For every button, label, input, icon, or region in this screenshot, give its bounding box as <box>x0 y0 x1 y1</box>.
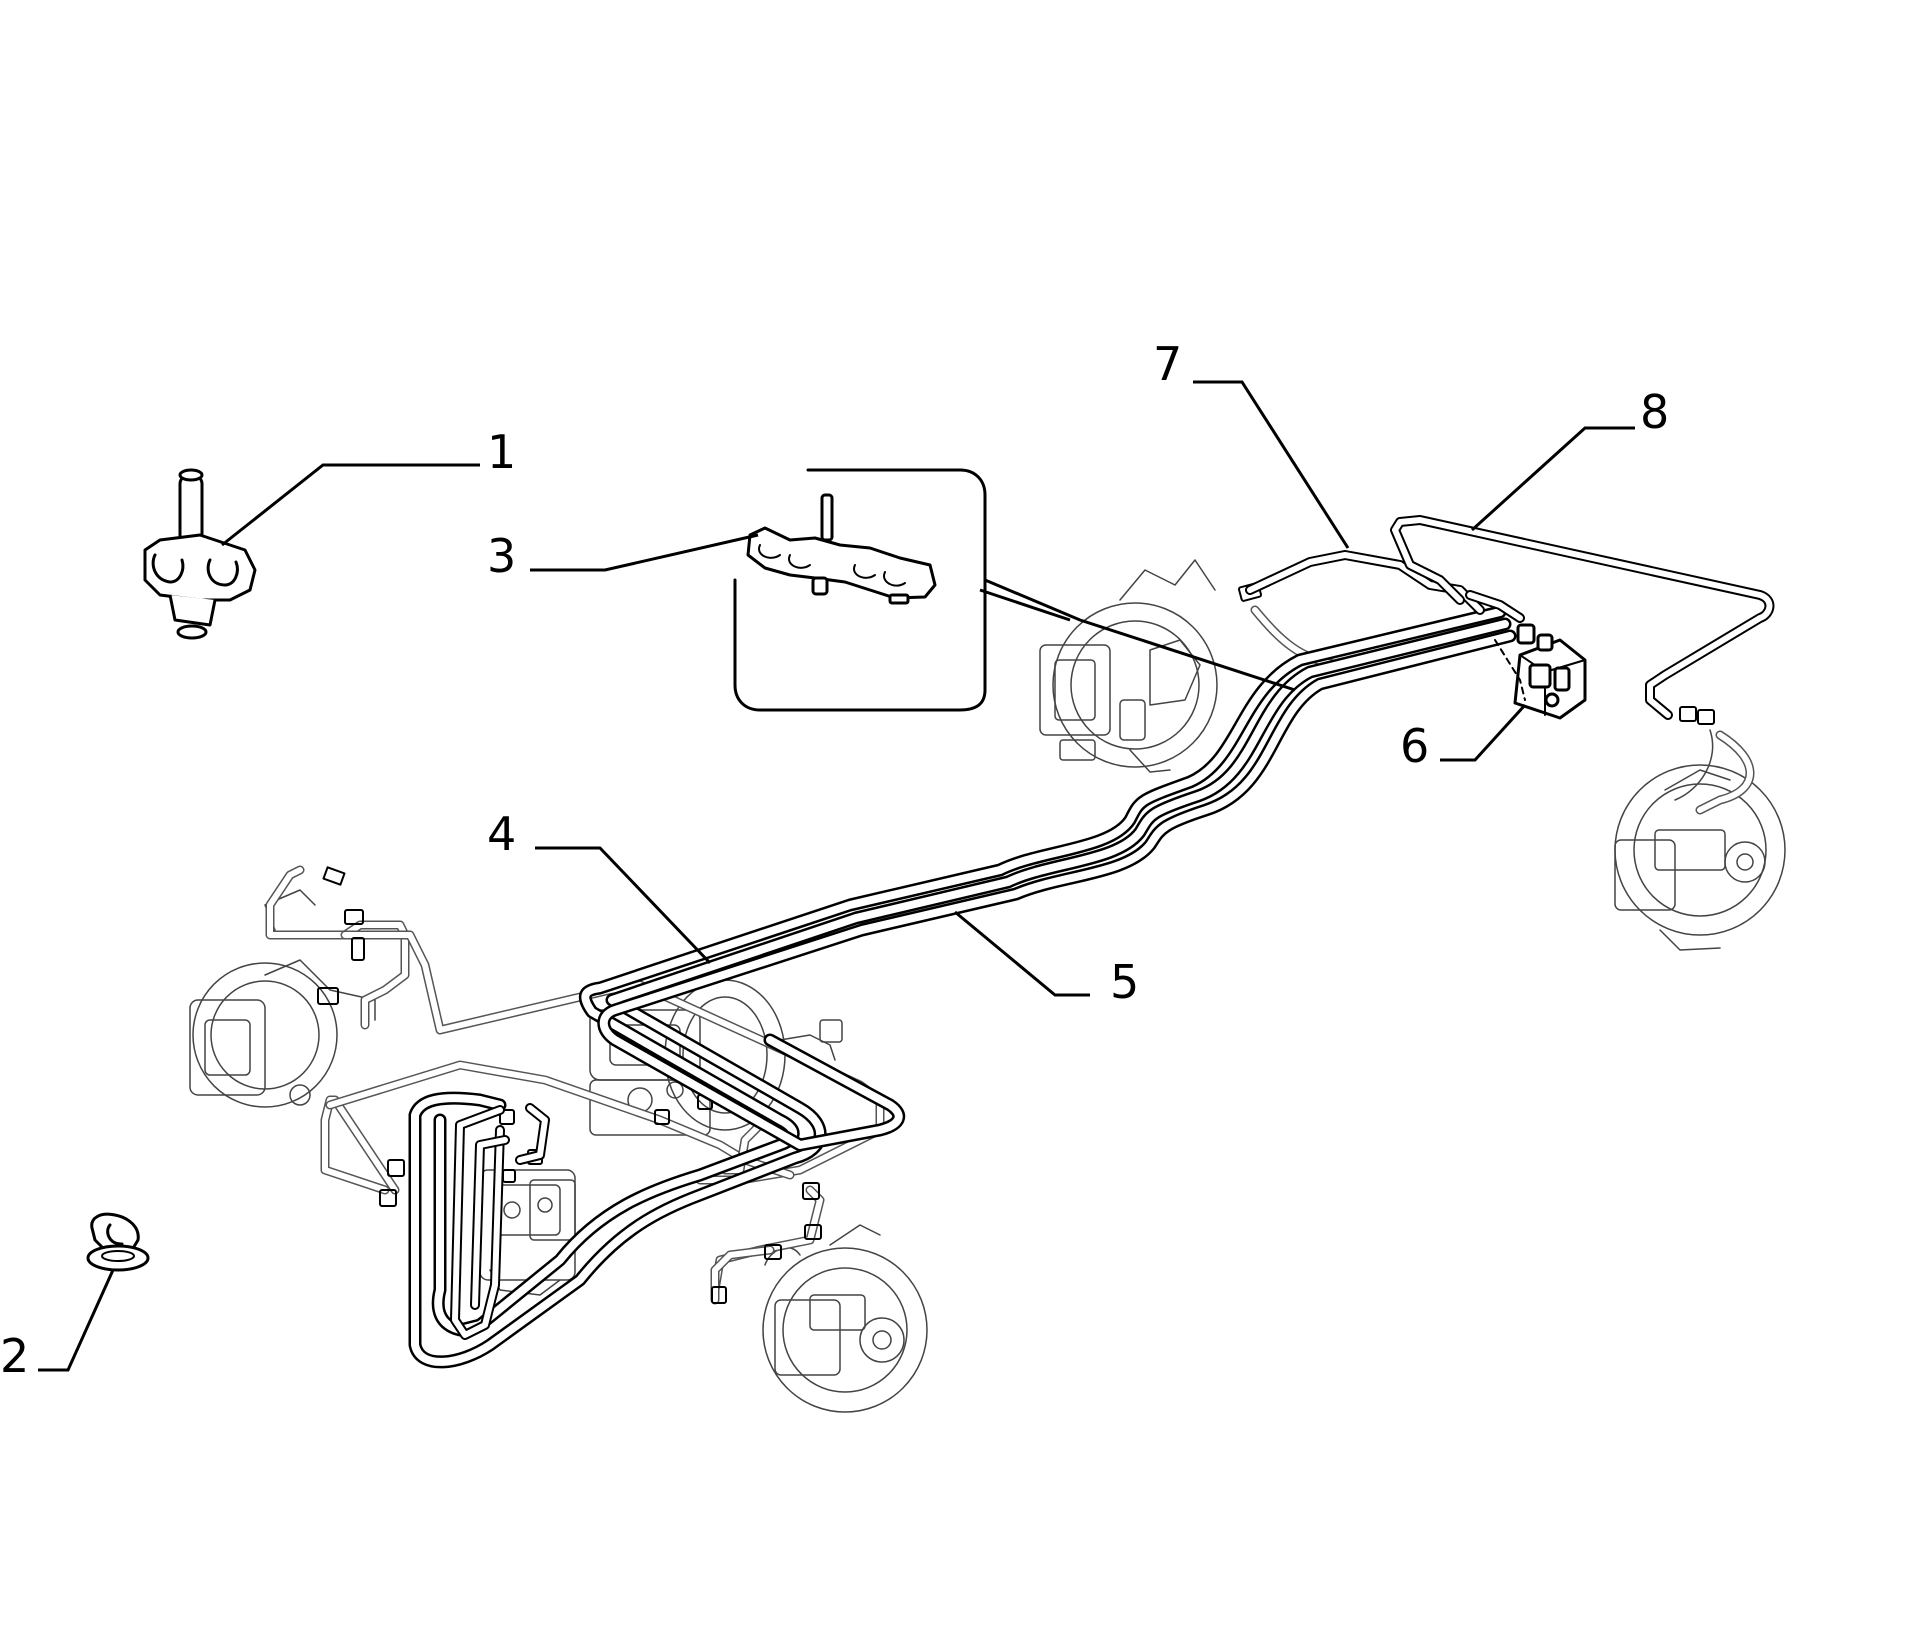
left-front-brake-assembly <box>189 889 376 1108</box>
pipe-fittings <box>317 582 1715 1304</box>
callout-6: 6 <box>1400 719 1429 773</box>
pipe-clip-part-3 <box>746 493 937 605</box>
left-rear-brake-assembly <box>762 1224 928 1413</box>
callout-4: 4 <box>487 807 516 861</box>
thin-connector-pipes <box>265 605 1755 1305</box>
callout-3: 3 <box>487 529 516 583</box>
main-brake-pipes <box>408 605 1517 1369</box>
right-rear-brake-assembly <box>1614 729 1786 951</box>
callout-8: 8 <box>1640 385 1669 439</box>
callout-1: 1 <box>487 425 516 479</box>
pipe-clip-part-2 <box>86 1212 150 1272</box>
brake-pressure-regulator <box>1494 623 1587 720</box>
pipe-clip-part-1 <box>143 468 257 640</box>
callout-labels: 1 2 3 4 5 6 7 8 <box>0 337 1669 1383</box>
callout-7: 7 <box>1153 337 1182 391</box>
right-front-brake-assembly <box>1039 559 1218 773</box>
callout-leaders <box>38 380 1635 1372</box>
part-3-pipe-leader <box>984 578 1296 692</box>
callout-5: 5 <box>1110 955 1139 1009</box>
rear-brake-pipes <box>1245 515 1775 720</box>
callout-2: 2 <box>0 1329 29 1383</box>
part-3-pipe-leader-2 <box>979 588 1071 622</box>
part-3-bracket <box>733 468 987 712</box>
